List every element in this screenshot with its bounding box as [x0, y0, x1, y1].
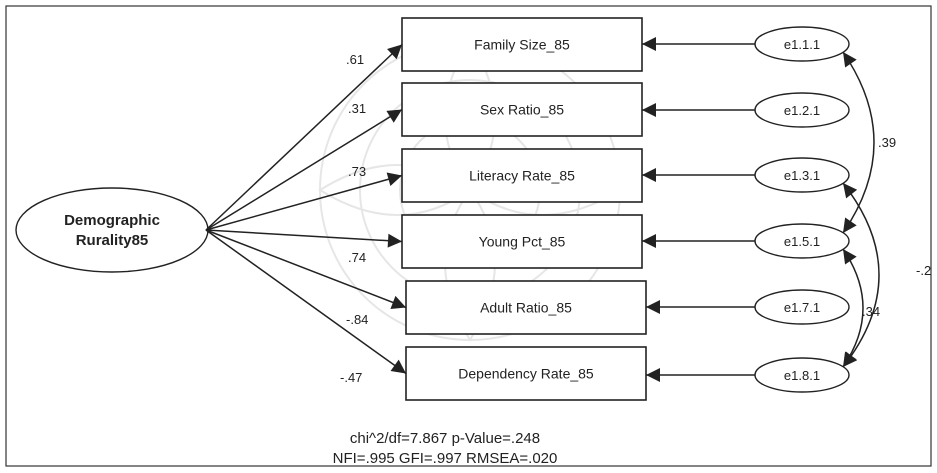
loading-value-2: .31 — [348, 101, 366, 116]
error-label-5: e1.7.1 — [784, 300, 820, 315]
loading-value-5: -.84 — [346, 312, 368, 327]
loading-path-3 — [205, 172, 403, 231]
error-label-6: e1.8.1 — [784, 368, 820, 383]
latent-ellipse — [15, 187, 209, 273]
indicator-box-5 — [405, 280, 647, 335]
loading-value-4: .74 — [348, 250, 366, 265]
fit-stats-line2: NFI=.995 GFI=.997 RMSEA=.020 — [333, 450, 558, 467]
covariance-value-1: .39 — [878, 135, 896, 150]
fit-stats-line1: chi^2/df=7.867 p-Value=.248 — [350, 430, 540, 447]
covariance-arc-3 — [842, 182, 880, 368]
indicator-label-2: Sex Ratio_85 — [480, 102, 564, 118]
indicator-label-4: Young Pct_85 — [479, 234, 566, 250]
indicator-box-6 — [405, 346, 647, 401]
error-label-3: e1.3.1 — [784, 168, 820, 183]
loading-path-4 — [205, 229, 403, 248]
loading-path-2 — [205, 108, 403, 231]
diagram-frame — [5, 5, 932, 467]
covariance-value-2: .34 — [862, 304, 880, 319]
indicator-label-1: Family Size_85 — [474, 37, 570, 53]
indicator-label-5: Adult Ratio_85 — [480, 300, 572, 316]
latent-variable: Demographic Rurality85 — [15, 187, 209, 273]
loading-path-1 — [205, 43, 403, 231]
error-label-4: e1.5.1 — [784, 234, 820, 249]
latent-label-line2: Rurality85 — [76, 232, 149, 249]
indicator-label-6: Dependency Rate_85 — [458, 366, 594, 382]
loading-value-3: .73 — [348, 164, 366, 179]
error-ellipse-6 — [754, 357, 850, 393]
error-label-2: e1.2.1 — [784, 103, 820, 118]
indicator-label-3: Literacy Rate_85 — [469, 168, 575, 184]
latent-label-line1: Demographic — [64, 212, 160, 229]
covariance-value-3: -.2 — [916, 263, 931, 278]
loading-value-1: .61 — [346, 52, 364, 67]
loading-path-5 — [205, 229, 407, 309]
loading-path-6 — [205, 229, 407, 375]
loading-value-6: -.47 — [340, 370, 362, 385]
error-ellipse-1 — [754, 26, 850, 62]
indicator-box-1 — [401, 17, 643, 72]
error-label-1: e1.1.1 — [784, 37, 820, 52]
